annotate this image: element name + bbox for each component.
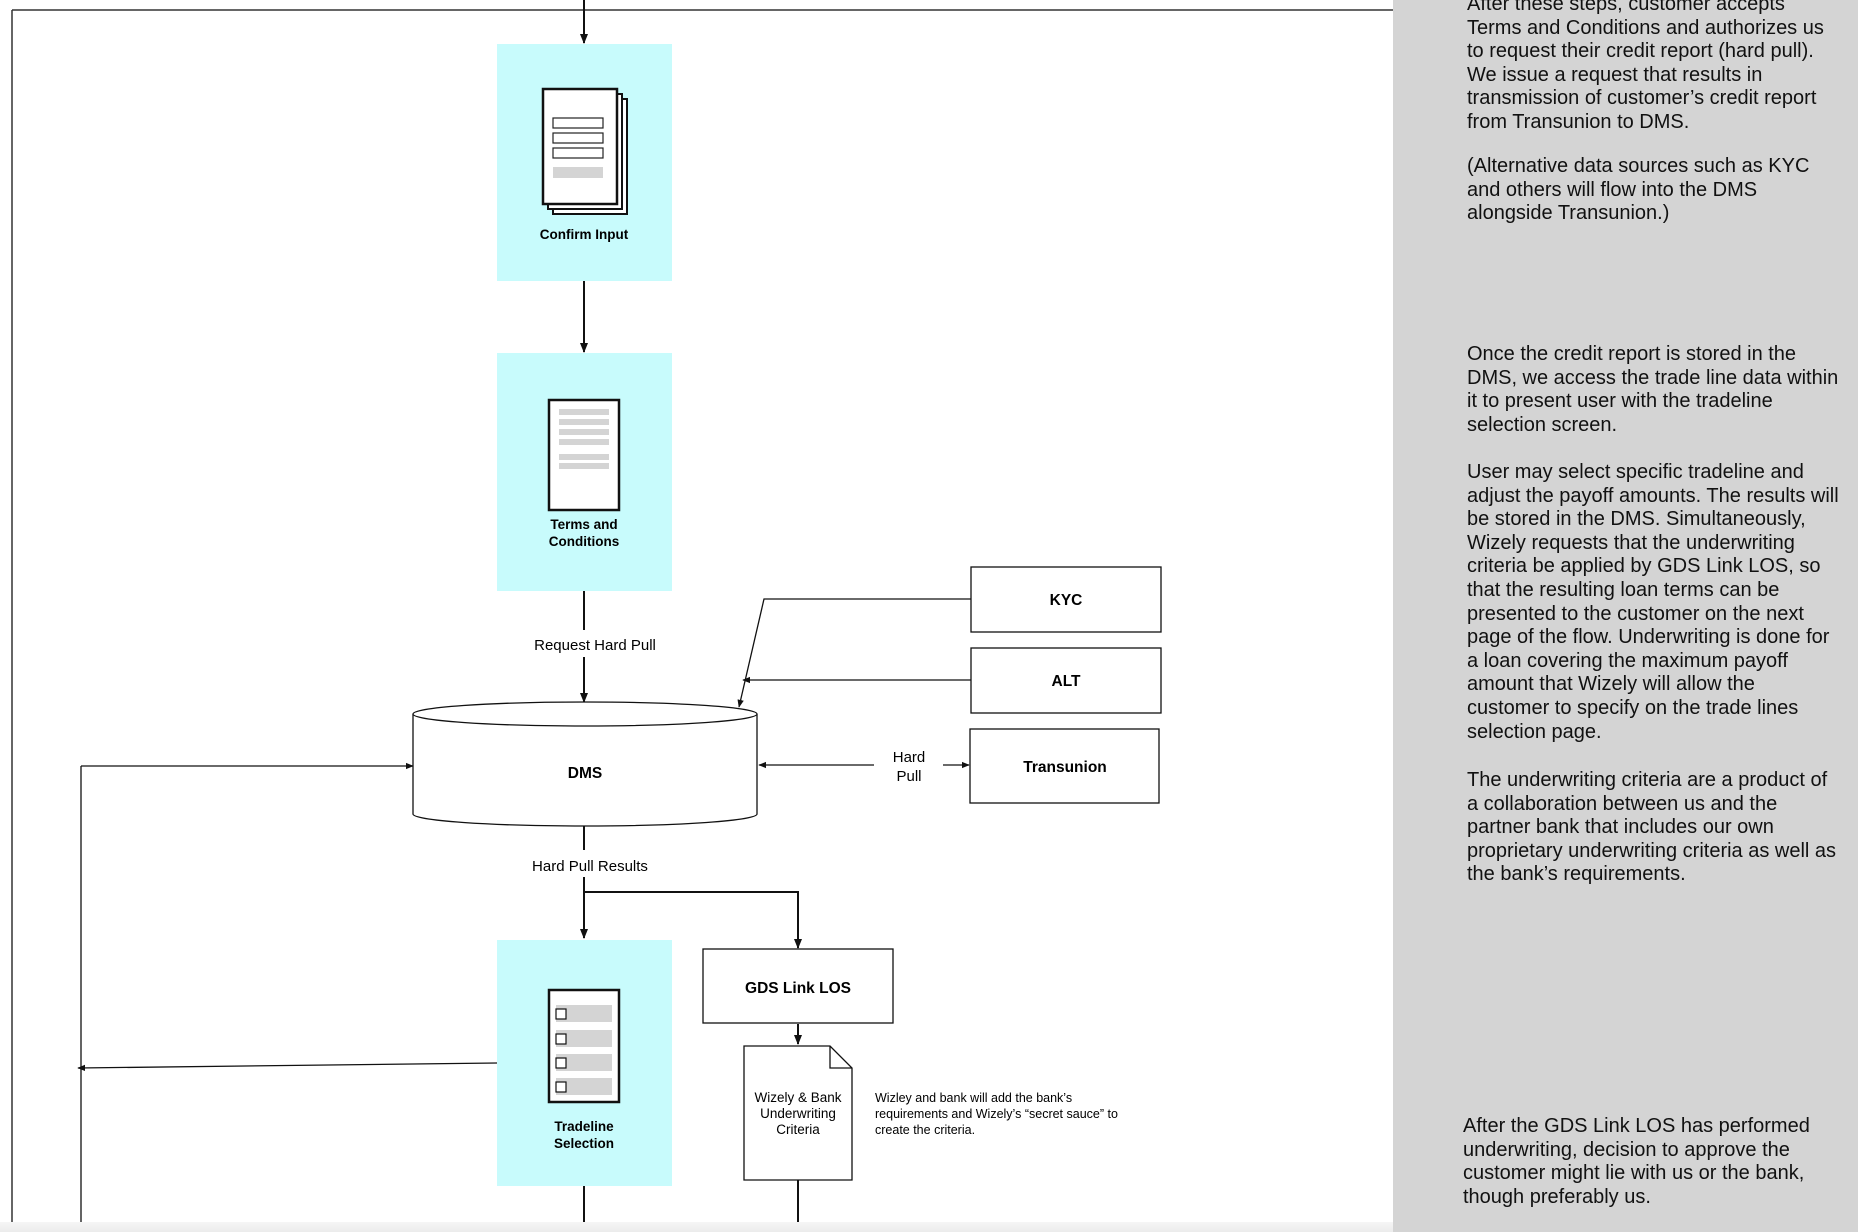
page-bottom-shadow — [0, 1222, 1393, 1232]
arrow-results-to-gds — [584, 891, 802, 949]
transunion-box: Transunion — [969, 728, 1160, 804]
criteria-note-line1: Wizley and bank will add the bank’s — [875, 1091, 1072, 1105]
confirm-input-label: Confirm Input — [540, 227, 629, 242]
kyc-box: KYC — [970, 566, 1162, 633]
transunion-label: Transunion — [1023, 759, 1107, 776]
notes-panel: After these steps, customer accepts Term… — [1393, 0, 1858, 1232]
dms-database: DMS — [412, 701, 758, 827]
underwriting-criteria-document: Wizely & Bank Underwriting Criteria — [743, 1045, 853, 1181]
checkbox-icon — [555, 1057, 567, 1069]
note-paragraph: User may select specific tradeline and a… — [1467, 461, 1839, 743]
note-paragraph: The underwriting criteria are a product … — [1467, 769, 1837, 886]
arrow-tradeline-to-left — [77, 1062, 498, 1072]
terms-conditions-screen: Terms and Conditions — [497, 353, 672, 591]
terms-label-line1: Terms and — [550, 517, 617, 532]
criteria-note-line2: requirements and Wizely’s “secret sauce”… — [875, 1107, 1118, 1121]
documents-stack-icon — [541, 87, 628, 215]
tradeline-selection-screen: Tradeline Selection — [497, 940, 672, 1186]
hard-pull-label-line1: Hard — [893, 749, 926, 766]
request-hard-pull-label: Request Hard Pull — [534, 637, 656, 654]
flow-diagram: Confirm Input Terms and Conditions Reque… — [11, 0, 1393, 1232]
checkbox-icon — [555, 1033, 567, 1045]
dms-label: DMS — [568, 765, 602, 782]
alt-label: ALT — [1052, 673, 1082, 690]
kyc-label: KYC — [1050, 592, 1083, 609]
confirm-input-screen: Confirm Input — [497, 44, 672, 281]
checklist-icon — [547, 988, 621, 1104]
criteria-label-line3: Criteria — [776, 1122, 820, 1137]
note-paragraph: After the GDS Link LOS has performed und… — [1463, 1115, 1810, 1208]
criteria-label-line1: Wizely & Bank — [754, 1090, 841, 1105]
checkbox-icon — [555, 1081, 567, 1093]
criteria-label-line2: Underwriting — [760, 1106, 836, 1121]
checkbox-icon — [555, 1008, 567, 1020]
gds-link-los-label: GDS Link LOS — [745, 980, 851, 997]
note-paragraph: (Alternative data sources such as KYC an… — [1467, 155, 1810, 225]
hard-pull-label-line2: Pull — [896, 768, 921, 785]
hard-pull-results-label: Hard Pull Results — [532, 858, 648, 875]
gds-link-los-box: GDS Link LOS — [702, 948, 894, 1024]
tradeline-label-line2: Selection — [554, 1136, 614, 1151]
note-paragraph: Once the credit report is stored in the … — [1467, 343, 1839, 436]
note-paragraph: After these steps, customer accepts Term… — [1467, 0, 1824, 133]
terms-label-line2: Conditions — [549, 534, 620, 549]
document-icon — [547, 398, 621, 512]
alt-box: ALT — [970, 647, 1162, 714]
criteria-note-line3: create the criteria. — [875, 1123, 975, 1137]
tradeline-label-line1: Tradeline — [554, 1119, 614, 1134]
arrow-kyc-to-dms — [737, 598, 971, 708]
